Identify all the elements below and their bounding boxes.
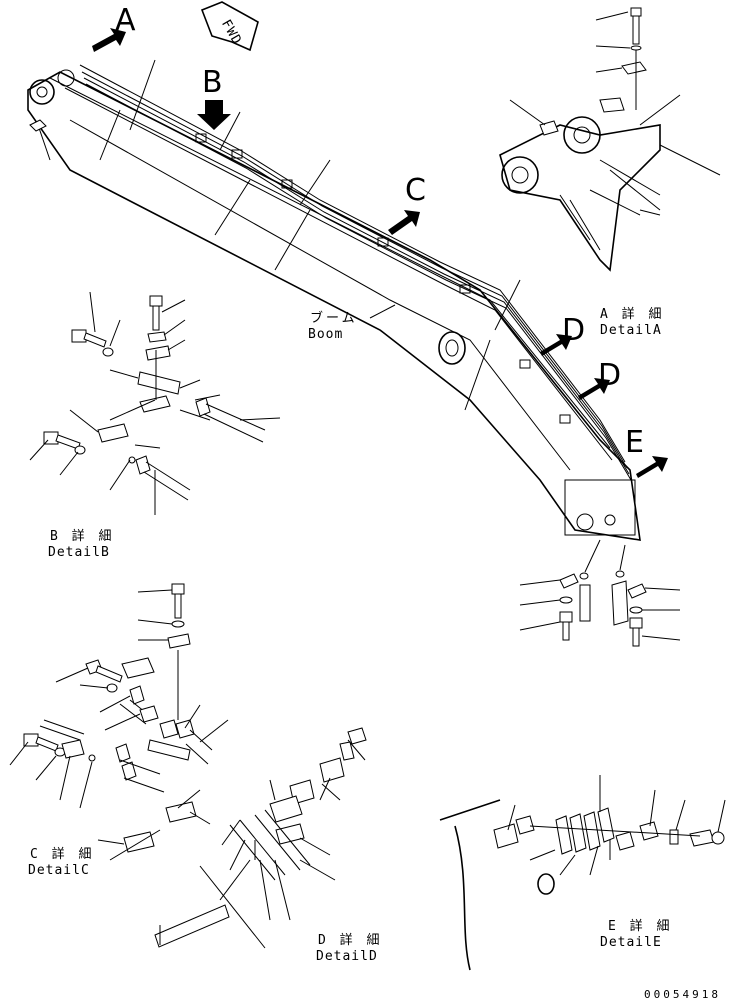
detail-a-label-jp: A 詳 細 xyxy=(600,306,664,322)
view-letter-b: B xyxy=(202,65,223,100)
detail-e-drawing xyxy=(439,775,726,971)
boom-label-jp: ブーム xyxy=(310,310,358,326)
detail-d-label-en: DetailD xyxy=(316,949,378,964)
drawing-number: 00054918 xyxy=(644,988,721,1001)
detail-d-drawing xyxy=(154,727,367,949)
detail-b-label-en: DetailB xyxy=(48,545,110,560)
view-letter-c: C xyxy=(405,173,426,208)
detail-a-drawing xyxy=(499,7,721,272)
view-letter-d-1: D xyxy=(562,313,585,348)
detail-b-label-jp: B 詳 細 xyxy=(50,528,114,544)
detail-b-drawing xyxy=(29,291,281,515)
detail-e-label-jp: E 詳 細 xyxy=(608,918,672,934)
boom-drawing xyxy=(27,59,641,541)
detail-e-fasteners xyxy=(519,539,681,647)
fwd-direction-indicator: FWD xyxy=(200,1,259,52)
detail-a-label-en: DetailA xyxy=(600,323,662,338)
view-letter-a: A xyxy=(115,3,136,38)
detail-d-label-jp: D 詳 細 xyxy=(318,932,382,948)
view-arrows xyxy=(92,28,668,478)
detail-c-label-jp: C 詳 細 xyxy=(30,846,94,862)
detail-e-label-en: DetailE xyxy=(600,935,662,950)
fwd-label: FWD xyxy=(218,17,244,47)
view-letter-e: E xyxy=(625,425,644,460)
boom-label-en: Boom xyxy=(308,327,343,342)
detail-c-drawing xyxy=(9,583,229,861)
view-letter-d-2: D xyxy=(598,358,621,393)
detail-c-label-en: DetailC xyxy=(28,863,90,878)
